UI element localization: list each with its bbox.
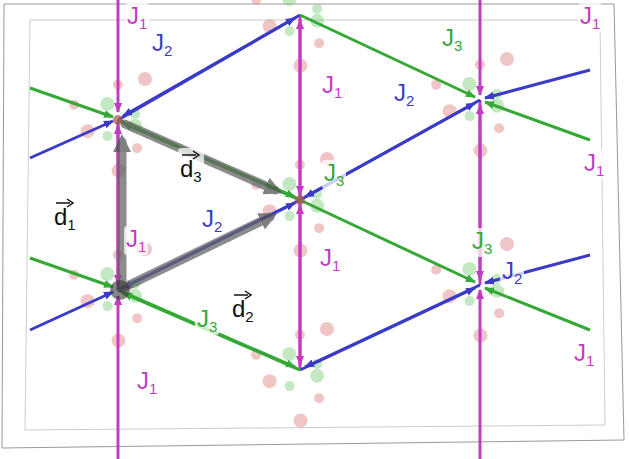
coupling-label: J2 bbox=[392, 80, 416, 109]
atom bbox=[314, 393, 324, 403]
coupling-label: J1 bbox=[124, 226, 148, 255]
atom bbox=[251, 0, 261, 5]
coupling-label: J1 bbox=[572, 340, 596, 369]
vector-arrow bbox=[233, 290, 253, 302]
atom bbox=[282, 0, 296, 6]
atom bbox=[465, 296, 475, 306]
atom bbox=[103, 301, 113, 311]
atom bbox=[100, 97, 114, 111]
atom bbox=[465, 111, 475, 121]
vector-label: d1 bbox=[52, 196, 78, 233]
atom bbox=[285, 211, 295, 221]
coupling-label: J2 bbox=[150, 30, 174, 59]
atom bbox=[282, 347, 296, 361]
atom bbox=[103, 131, 113, 141]
atom bbox=[314, 38, 324, 48]
atom bbox=[500, 52, 514, 66]
atom bbox=[494, 123, 504, 133]
atom bbox=[310, 369, 324, 383]
atom bbox=[293, 414, 307, 428]
coupling-label: J3 bbox=[322, 160, 346, 189]
atom bbox=[500, 237, 514, 251]
atom bbox=[263, 374, 277, 388]
atom bbox=[320, 322, 334, 336]
atom bbox=[285, 26, 295, 36]
coupling-label: J1 bbox=[578, 3, 602, 32]
atom bbox=[462, 77, 476, 91]
vector-arrow bbox=[55, 198, 75, 210]
coupling-label: J1 bbox=[318, 245, 342, 274]
coupling-label: J2 bbox=[200, 206, 224, 235]
atom bbox=[285, 381, 295, 391]
vector-arrow bbox=[181, 150, 201, 162]
atom bbox=[100, 267, 114, 281]
coupling-label: J3 bbox=[470, 228, 494, 257]
coupling-label: J1 bbox=[320, 72, 344, 101]
atom bbox=[282, 177, 296, 191]
atom bbox=[312, 4, 322, 14]
coupling-label: J1 bbox=[135, 368, 159, 397]
atom bbox=[132, 313, 142, 323]
atom bbox=[462, 262, 476, 276]
coupling-label: J3 bbox=[195, 306, 219, 335]
atom bbox=[314, 223, 324, 233]
coupling-label: J1 bbox=[125, 3, 149, 32]
atom bbox=[132, 143, 142, 153]
atom bbox=[494, 308, 504, 318]
vector-label: d2 bbox=[230, 288, 256, 325]
atom bbox=[138, 72, 152, 86]
vector-label: d3 bbox=[178, 148, 204, 185]
coupling-label: J2 bbox=[500, 258, 524, 287]
coupling-label: J1 bbox=[582, 150, 606, 179]
coupling-label: J3 bbox=[440, 25, 464, 54]
